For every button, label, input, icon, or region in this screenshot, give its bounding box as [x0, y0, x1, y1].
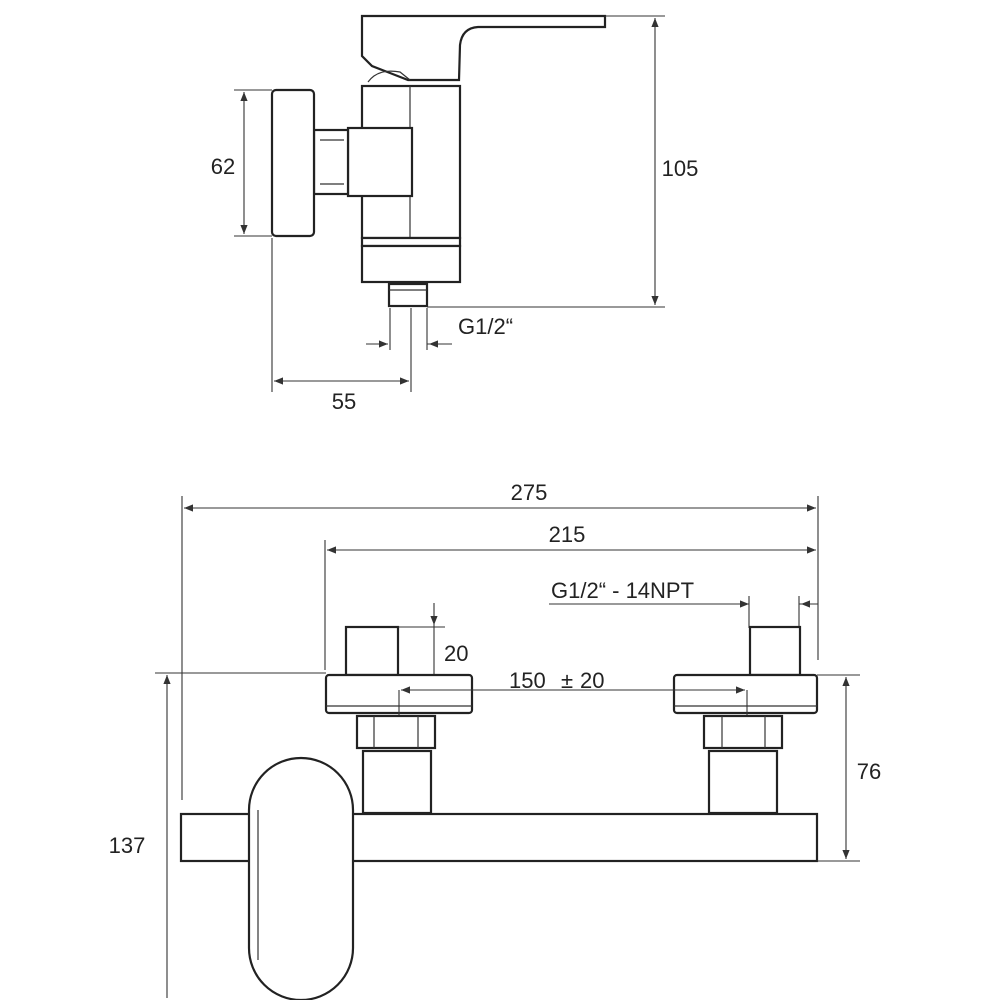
dim-label-150: 150: [509, 668, 546, 693]
left-connector-stub: [344, 625, 400, 677]
dim-label-62: 62: [211, 154, 235, 179]
front-lever-handle: [247, 756, 355, 1000]
right-escutcheon: [672, 673, 819, 715]
dim-tolerance-sign: ±: [561, 668, 573, 693]
side-bottom-base: [360, 244, 462, 284]
dim-label-105: 105: [662, 156, 699, 181]
left-eccentric: [361, 749, 433, 815]
dim-label-275: 275: [511, 480, 548, 505]
right-hex-nut: [702, 714, 784, 750]
dim-label-20: 20: [444, 641, 468, 666]
side-outlet-nipple: [387, 282, 429, 308]
dim-label-215: 215: [549, 522, 586, 547]
front-thread-label: G1/2“ - 14NPT: [551, 578, 694, 603]
side-connecting-pipe: [312, 128, 350, 196]
dim-label-137: 137: [109, 833, 146, 858]
side-connector-block: [346, 126, 414, 198]
side-view: 105 62 G1/2“ 55: [211, 14, 699, 414]
dim-label-55: 55: [332, 389, 356, 414]
left-hex-nut: [355, 714, 437, 750]
side-lever-underside: [367, 70, 411, 83]
side-lever-handle: [360, 14, 607, 82]
right-connector-stub: [748, 625, 802, 677]
dim-tolerance-value: 20: [580, 668, 604, 693]
right-eccentric: [707, 749, 779, 815]
side-bottom-ring: [360, 236, 462, 248]
side-thread-label: G1/2“: [458, 314, 513, 339]
dim-label-76: 76: [857, 759, 881, 784]
side-wall-plate: [270, 88, 316, 238]
front-view: 275 215 G1/2“ - 14NPT 20 150 ± 20: [109, 480, 881, 1000]
